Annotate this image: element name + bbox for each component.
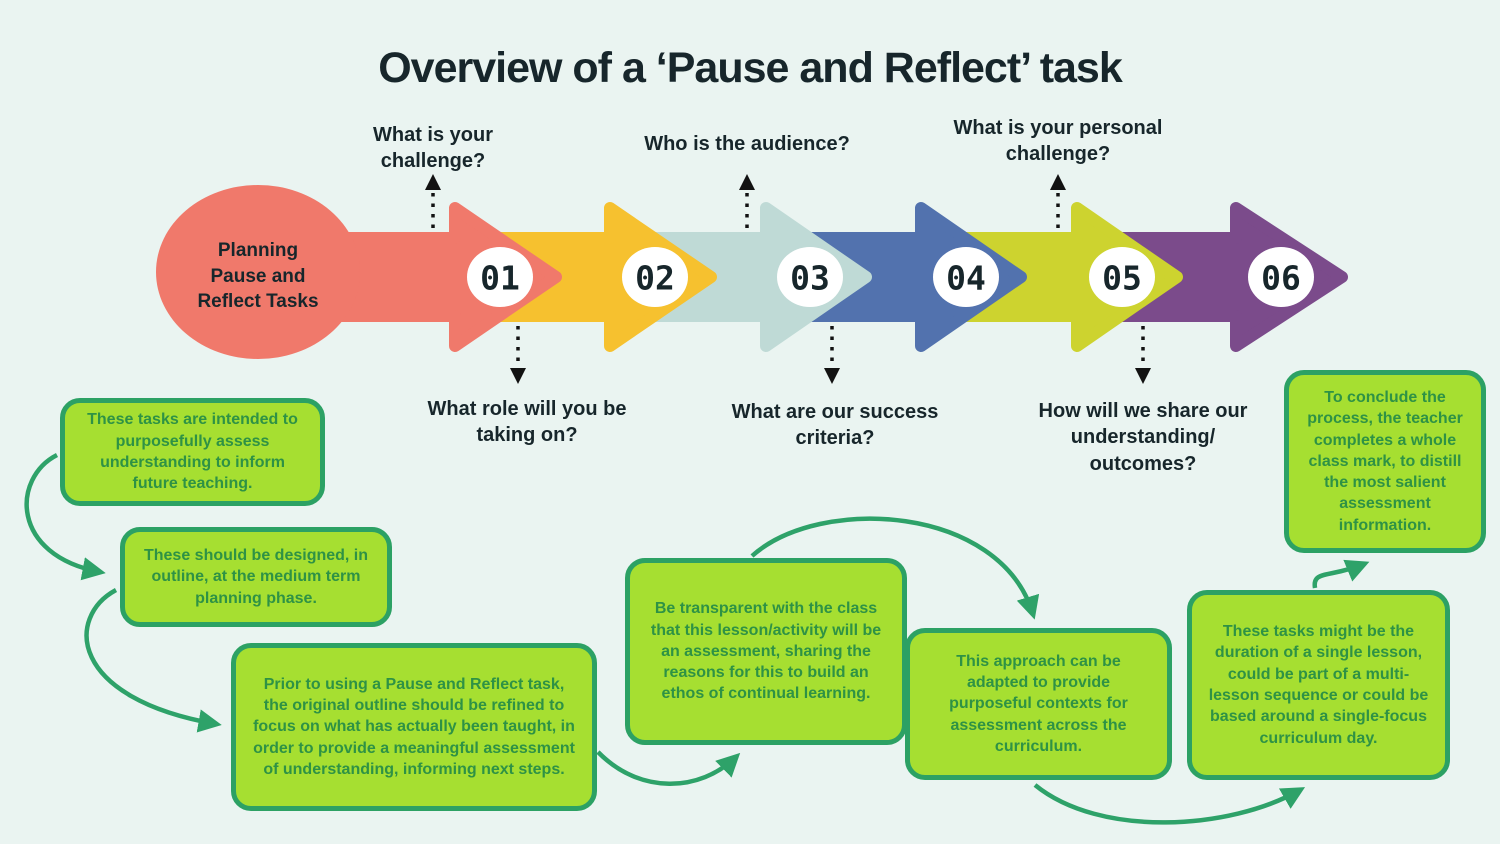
page-title: Overview of a ‘Pause and Reflect’ task [378, 44, 1123, 92]
dotted-arrow-up-1 [425, 174, 441, 228]
dotted-arrow-up-3 [739, 174, 755, 228]
dotted-arrow-up-5 [1050, 174, 1066, 228]
step-circle-1 [467, 247, 533, 307]
note-box-2: These should be designed, in outline, at… [120, 527, 392, 627]
step-number-4: 04 [946, 259, 986, 298]
note-text-2: These should be designed, in outline, at… [143, 547, 369, 607]
question-top-3: What is your personal challenge? [953, 117, 1163, 166]
step-number-2: 02 [635, 259, 675, 298]
note-box-3: Prior to using a Pause and Reflect task,… [231, 643, 597, 811]
dotted-arrow-down-5 [1135, 326, 1151, 384]
step-circle-5 [1089, 247, 1155, 307]
note-text-6: These tasks might be the duration of a s… [1208, 623, 1429, 747]
question-top-1: What is your challenge? [372, 124, 493, 173]
note-box-1: These tasks are intended to purposefully… [60, 398, 325, 506]
note-text-1: These tasks are intended to purposefully… [87, 411, 298, 493]
note-box-6: These tasks might be the duration of a s… [1187, 590, 1450, 780]
question-top-2: Who is the audience? [644, 133, 850, 155]
note-text-4: Be transparent with the class that this … [650, 600, 882, 703]
question-bottom-1: What role will you be taking on? [427, 398, 627, 447]
step-arrow-5 [960, 202, 1183, 352]
question-bottom-2: What are our success criteria? [731, 401, 939, 450]
step-circle-2 [622, 247, 688, 307]
connector-note1-note2 [24, 452, 106, 581]
connector-note4-note5 [750, 516, 1040, 620]
step-circle-6 [1248, 247, 1314, 307]
note-box-4: Be transparent with the class that this … [625, 558, 907, 745]
step-number-5: 05 [1102, 259, 1142, 298]
note-text-7: To conclude the process, the teacher com… [1307, 389, 1463, 534]
dotted-arrow-down-1 [510, 326, 526, 384]
step-number-3: 03 [790, 259, 830, 298]
step-number-1: 01 [480, 259, 520, 298]
connector-note3-note4 [596, 750, 741, 786]
step-number-6: 06 [1261, 259, 1301, 298]
connector-note6-note7 [1312, 559, 1370, 589]
step-arrow-3 [649, 202, 872, 352]
step-arrow-4 [804, 202, 1027, 352]
dotted-arrow-down-3 [824, 326, 840, 384]
step-circle-3 [777, 247, 843, 307]
connector-note2-note3 [84, 588, 222, 733]
step-arrow-2 [494, 202, 717, 352]
note-text-5: This approach can be adapted to provide … [949, 652, 1128, 755]
start-ellipse-label: Planning Pause and Reflect Tasks [197, 240, 319, 313]
note-box-7: To conclude the process, the teacher com… [1284, 370, 1486, 553]
start-ellipse [156, 185, 360, 359]
step-circle-4 [933, 247, 999, 307]
step-arrow-6 [1116, 202, 1348, 352]
connector-note5-note6 [1033, 783, 1306, 825]
question-bottom-3: How will we share our understanding/ out… [1038, 400, 1248, 475]
note-text-3: Prior to using a Pause and Reflect task,… [253, 675, 575, 778]
note-box-5: This approach can be adapted to provide … [905, 628, 1172, 780]
